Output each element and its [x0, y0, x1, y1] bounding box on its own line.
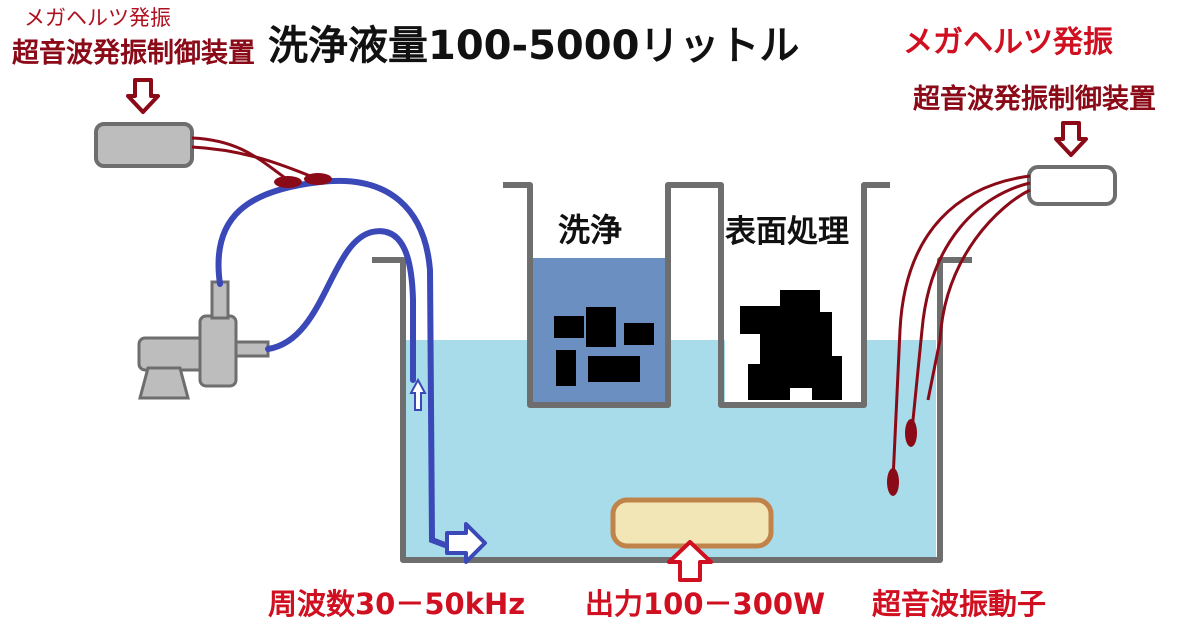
right-controller: [1027, 165, 1117, 206]
frequency-label: 周波数30－50kHz: [268, 587, 526, 621]
cleaning-basket: [503, 182, 697, 408]
left-controller-arrow: [126, 78, 160, 114]
page-title: 洗浄液量100-5000リットル: [268, 23, 800, 69]
treatment-workpieces: [740, 290, 842, 400]
right-controller-type: メガヘルツ発振: [903, 25, 1113, 60]
cleaning-workpieces: [554, 307, 654, 386]
pump: [137, 280, 270, 400]
cleaning-tank-label: 洗浄: [558, 211, 623, 249]
transducer-label: 超音波振動子: [872, 587, 1047, 621]
surface-treatment-basket: [697, 182, 890, 408]
right-controller-name: 超音波発振制御装置: [913, 84, 1156, 115]
left-controller: [94, 122, 194, 168]
inlet-arrow-icon: [409, 377, 427, 411]
right-controller-arrow: [1054, 121, 1088, 157]
right-cable-connector: [905, 419, 917, 447]
right-cable-connector: [887, 468, 899, 496]
transducer-arrow: [667, 540, 713, 582]
left-controller-name: 超音波発振制御装置: [12, 38, 255, 69]
surface-treatment-label: 表面処理: [725, 214, 849, 250]
left-cable-connector: [274, 176, 302, 188]
left-cable-connector: [304, 173, 332, 185]
outlet-arrow-icon: [445, 522, 487, 564]
right-cable: [891, 174, 1031, 481]
ultrasonic-transducer: [610, 497, 774, 549]
left-controller-type: メガヘルツ発振: [24, 6, 171, 30]
output-label: 出力100－300W: [585, 587, 826, 621]
left-cable: [191, 136, 321, 182]
return-hose: [265, 228, 416, 383]
